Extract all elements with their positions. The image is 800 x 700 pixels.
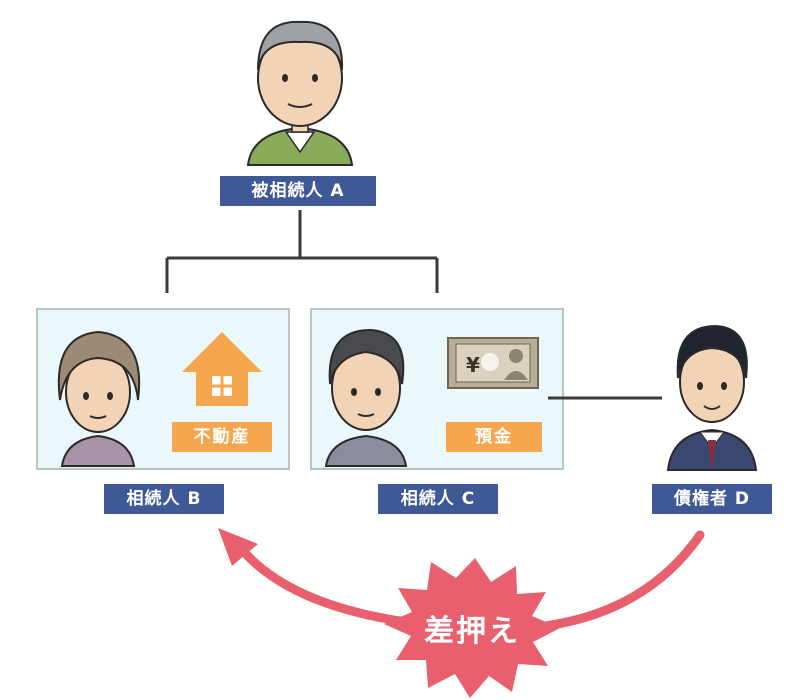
burst-icon: [384, 558, 560, 698]
real-estate-tag: 不動産: [172, 422, 272, 452]
deposit-tag: 預金: [446, 422, 542, 452]
decedent-label: 被相続人 A: [220, 176, 376, 206]
seizure-label: 差押え: [424, 614, 520, 649]
person-d-avatar: [666, 324, 758, 471]
creditor-label: 債権者 D: [652, 484, 772, 514]
banknote-icon: ¥: [447, 337, 539, 389]
svg-text:¥: ¥: [466, 353, 480, 377]
house-icon: [182, 332, 262, 406]
heir-b-label: 相続人 B: [104, 484, 224, 514]
person-b-avatar: [57, 330, 141, 467]
person-a-avatar: [246, 20, 354, 166]
person-c-avatar: [324, 328, 408, 467]
heir-c-label: 相続人 C: [378, 484, 498, 514]
arrow-head-icon: [218, 528, 258, 566]
